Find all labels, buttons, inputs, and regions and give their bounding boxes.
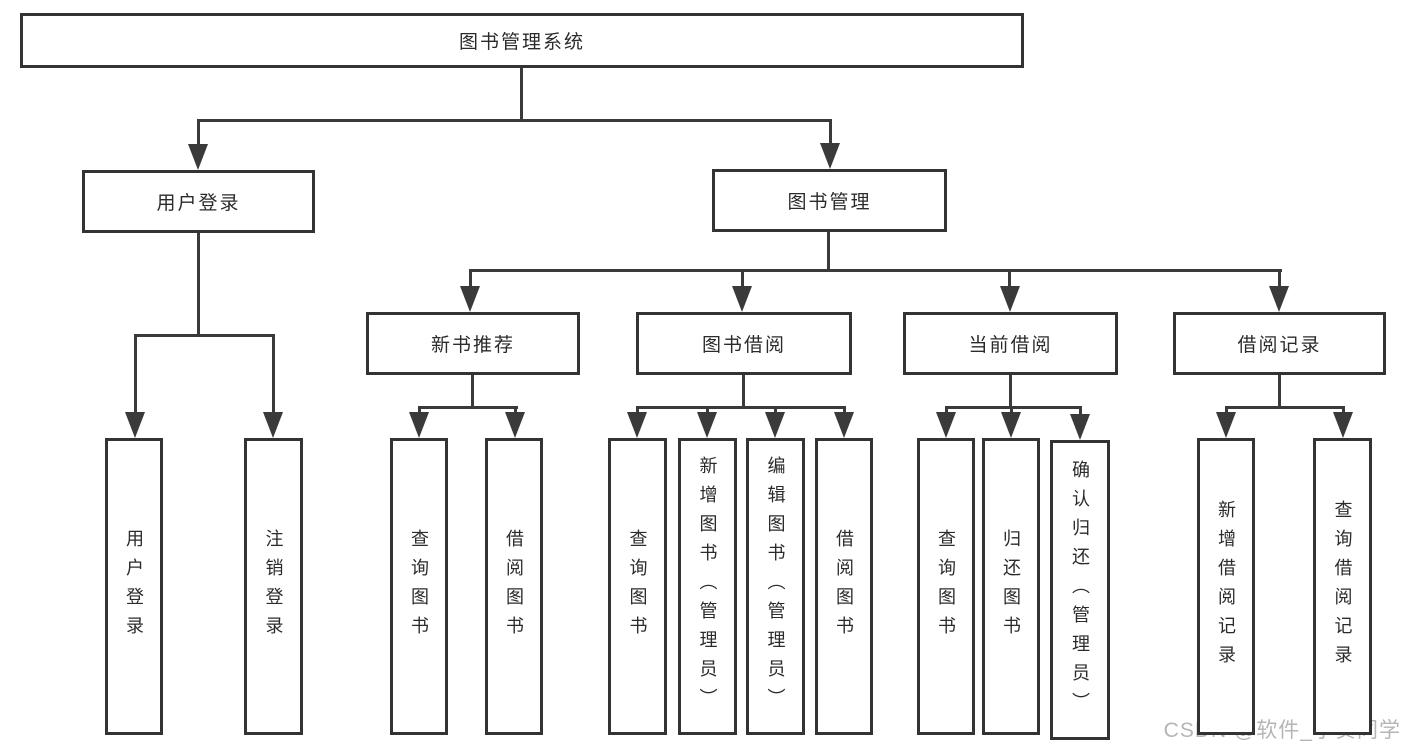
connector-vline <box>1225 406 1228 416</box>
connector-vline <box>1008 269 1011 291</box>
node-cb-query-book: 查询图书 <box>917 438 975 735</box>
node-label: 归还图书 <box>1001 528 1021 645</box>
connector-vline <box>1009 375 1012 409</box>
node-leaf-logout: 注销登录 <box>244 438 303 735</box>
connector-vline <box>272 334 275 414</box>
connector-vline <box>742 375 745 409</box>
node-borrow-record: 借阅记录 <box>1173 312 1386 375</box>
connector-vline <box>418 406 421 416</box>
node-label: 图书管理 <box>787 192 872 213</box>
node-label: 查询借阅记录 <box>1332 499 1353 674</box>
connector-vline <box>945 406 948 416</box>
arrowhead-down-icon <box>1216 412 1236 438</box>
connector-vline <box>197 119 200 147</box>
node-book-borrow: 图书借阅 <box>636 312 852 375</box>
connector-vline <box>1079 406 1082 416</box>
connector-vline <box>469 269 472 291</box>
connector-hline <box>636 406 846 409</box>
arrowhead-down-icon <box>834 412 854 438</box>
arrowhead-down-icon <box>936 412 956 438</box>
connector-vline <box>514 406 517 416</box>
node-label: 当前借阅 <box>968 335 1053 356</box>
connector-hline <box>134 334 275 337</box>
arrowhead-down-icon <box>697 412 717 438</box>
arrowhead-down-icon <box>1000 286 1020 312</box>
connector-vline <box>706 406 709 416</box>
arrowhead-down-icon <box>732 286 752 312</box>
node-nr-query-book: 查询图书 <box>390 438 448 735</box>
arrowhead-down-icon <box>1269 286 1289 312</box>
connector-vline <box>197 233 200 337</box>
connector-vline <box>1278 375 1281 409</box>
node-label: 新增借阅记录 <box>1216 499 1236 674</box>
node-label: 查询图书 <box>627 528 648 645</box>
connector-hline <box>469 269 1282 272</box>
arrowhead-down-icon <box>460 286 480 312</box>
arrowhead-down-icon <box>409 412 429 438</box>
connector-hline <box>197 119 832 122</box>
node-label: 借阅图书 <box>504 528 524 645</box>
connector-vline <box>1278 269 1281 291</box>
node-current-borrow: 当前借阅 <box>903 312 1118 375</box>
connector-hline <box>945 406 1082 409</box>
arrowhead-down-icon <box>765 412 785 438</box>
connector-vline <box>774 406 777 416</box>
arrowhead-down-icon <box>188 144 208 170</box>
arrowhead-down-icon <box>1070 414 1090 440</box>
connector-vline <box>471 375 474 409</box>
node-book-mgmt: 图书管理 <box>712 169 947 232</box>
connector-hline <box>418 406 518 409</box>
node-label: 确认归还（管理员） <box>1070 459 1090 721</box>
connector-vline <box>741 269 744 291</box>
node-user-login: 用户登录 <box>82 170 315 233</box>
node-label: 查询图书 <box>936 528 956 645</box>
connector-vline <box>636 406 639 416</box>
node-leaf-user-login: 用户登录 <box>105 438 163 735</box>
node-label: 借阅图书 <box>834 528 854 645</box>
connector-vline <box>134 334 137 414</box>
node-bb-edit-book: 编辑图书（管理员） <box>746 438 805 735</box>
connector-vline <box>829 119 832 147</box>
node-label: 注销登录 <box>263 528 284 645</box>
connector-vline <box>520 68 523 122</box>
node-cb-return-book: 归还图书 <box>982 438 1040 735</box>
node-label: 编辑图书（管理员） <box>765 456 786 717</box>
arrowhead-down-icon <box>505 412 525 438</box>
node-label: 借阅记录 <box>1237 335 1322 356</box>
node-br-add-record: 新增借阅记录 <box>1197 438 1255 735</box>
arrowhead-down-icon <box>820 143 840 169</box>
arrowhead-down-icon <box>1001 412 1021 438</box>
connector-vline <box>1342 406 1345 416</box>
connector-vline <box>1010 406 1013 416</box>
arrowhead-down-icon <box>263 412 283 438</box>
connector-vline <box>827 232 830 272</box>
node-bb-borrow-book: 借阅图书 <box>815 438 873 735</box>
node-label: 用户登录 <box>124 528 144 645</box>
arrowhead-down-icon <box>125 412 145 438</box>
node-new-book-rec: 新书推荐 <box>366 312 580 375</box>
node-cb-confirm-return: 确认归还（管理员） <box>1050 440 1110 740</box>
node-label: 新书推荐 <box>430 335 515 356</box>
node-root: 图书管理系统 <box>20 13 1024 68</box>
node-label: 图书管理系统 <box>458 32 585 53</box>
node-nr-borrow-book: 借阅图书 <box>485 438 543 735</box>
connector-vline <box>843 406 846 416</box>
node-label: 图书借阅 <box>701 335 786 356</box>
node-bb-query-book: 查询图书 <box>608 438 667 735</box>
node-label: 查询图书 <box>409 528 429 645</box>
arrowhead-down-icon <box>627 412 647 438</box>
node-label: 新增图书（管理员） <box>697 456 718 717</box>
connector-hline <box>1225 406 1344 409</box>
node-br-query-record: 查询借阅记录 <box>1313 438 1372 735</box>
node-label: 用户登录 <box>156 193 241 214</box>
arrowhead-down-icon <box>1333 412 1353 438</box>
node-bb-add-book: 新增图书（管理员） <box>678 438 737 735</box>
